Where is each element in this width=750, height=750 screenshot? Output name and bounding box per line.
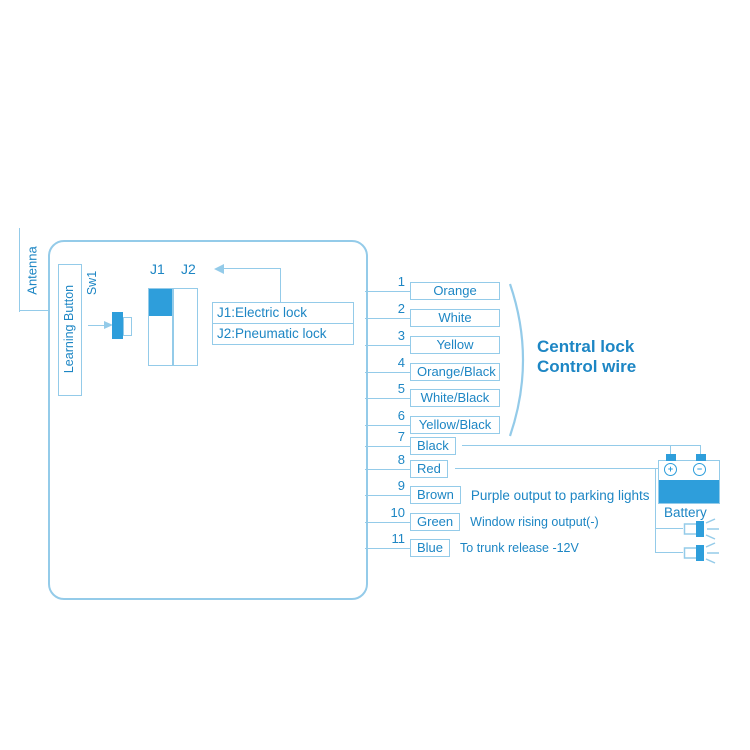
light1-branch xyxy=(655,528,683,529)
group-label-line2: Control wire xyxy=(537,357,637,376)
wire-row: 9 Brown Purple output to parking lights xyxy=(365,478,650,505)
parking-light-icon xyxy=(683,542,725,564)
push-button-outline xyxy=(123,317,132,336)
battery-positive-terminal xyxy=(666,454,676,461)
wire-color-label: White/Black xyxy=(410,389,500,407)
j1-jumper-fill xyxy=(148,288,173,316)
antenna-label: Antenna xyxy=(24,246,40,295)
antenna-wire xyxy=(19,228,20,312)
sw1-label: Sw1 xyxy=(85,270,99,296)
note-arrow-icon xyxy=(214,264,224,274)
wire-row: 8 Red xyxy=(365,452,448,479)
wire-number: 8 xyxy=(397,452,405,467)
wire-note: To trunk release -12V xyxy=(460,541,579,555)
learning-button-label: Learning Button xyxy=(62,284,76,374)
parking-light-icon xyxy=(683,518,725,540)
wire-row: 2 White xyxy=(365,301,500,328)
battery-label: Battery xyxy=(664,505,707,520)
wire-color-label: Brown xyxy=(410,486,461,504)
wire-color-label: Green xyxy=(410,513,461,531)
wire-color-label: Black xyxy=(410,437,456,455)
jumper-note-box: J1:Electric lock J2:Pneumatic lock xyxy=(212,302,354,345)
group-label-line1: Central lock xyxy=(537,337,635,356)
wire-row: 5 White/Black xyxy=(365,381,500,408)
wire-row: 3 Yellow xyxy=(365,328,500,355)
wire-row: 1 Orange xyxy=(365,274,500,301)
battery-positive-lead xyxy=(670,445,671,461)
j2-label: J2 xyxy=(181,261,196,277)
jumper-note-line2: J2:Pneumatic lock xyxy=(213,323,353,344)
antenna-wire-elbow xyxy=(19,310,49,311)
lights-feed-vline xyxy=(655,468,656,553)
wire-number: 7 xyxy=(397,429,405,444)
note-arrow-vline xyxy=(280,268,281,302)
battery-negative-terminal xyxy=(696,454,706,461)
wire-line xyxy=(365,290,410,292)
wire-line xyxy=(365,344,410,346)
wire-number: 11 xyxy=(391,531,406,546)
wire-color-label: Orange/Black xyxy=(410,363,500,381)
wire-color-label: Orange xyxy=(410,282,500,300)
j1-jumper xyxy=(148,288,174,366)
wire-line xyxy=(365,397,410,399)
wire-line xyxy=(365,371,410,373)
central-lock-group-label: Central lock Control wire xyxy=(537,337,636,377)
wire-row: 11 Blue To trunk release -12V xyxy=(365,531,579,558)
wire-number: 10 xyxy=(390,505,405,520)
wire-line xyxy=(365,317,410,319)
red-wire-extension xyxy=(455,468,658,469)
push-button-icon xyxy=(112,312,123,339)
wire-line xyxy=(365,547,410,549)
wire-color-label: Red xyxy=(410,460,448,478)
wire-number: 6 xyxy=(397,408,405,423)
note-arrow-hline xyxy=(224,268,281,269)
wire-line xyxy=(365,468,410,470)
learning-button-block xyxy=(58,264,82,396)
wire-number: 2 xyxy=(397,301,405,316)
wire-number: 5 xyxy=(397,381,405,396)
battery-negative-lead xyxy=(700,445,701,461)
jumper-note-line1: J1:Electric lock xyxy=(217,305,308,320)
battery-body-fill xyxy=(659,480,719,503)
battery-plus-symbol: + xyxy=(664,463,677,476)
wire-row: 6 Yellow/Black xyxy=(365,408,500,435)
wire-row: 4 Orange/Black xyxy=(365,355,500,382)
wire-note: Window rising output(-) xyxy=(470,515,599,529)
j2-jumper xyxy=(172,288,198,366)
wire-row: 7 Black xyxy=(365,429,456,456)
wire-number: 3 xyxy=(397,328,405,343)
wire-line xyxy=(365,521,410,523)
group-brace xyxy=(508,283,525,437)
wire-number: 9 xyxy=(397,478,405,493)
wire-color-label: White xyxy=(410,309,500,327)
switch-arrow-line xyxy=(88,325,105,326)
wire-number: 1 xyxy=(397,274,405,289)
battery-minus-symbol: − xyxy=(693,463,706,476)
wire-color-label: Blue xyxy=(410,539,451,557)
j1-label: J1 xyxy=(150,261,165,277)
wire-color-label: Yellow/Black xyxy=(410,416,500,434)
light2-branch xyxy=(655,552,683,553)
wire-color-label: Yellow xyxy=(410,336,500,354)
wire-line xyxy=(365,494,410,496)
battery-icon: + − xyxy=(658,454,720,504)
black-wire-extension xyxy=(462,445,701,446)
wire-line xyxy=(365,445,410,447)
wire-row: 10 Green Window rising output(-) xyxy=(365,505,599,532)
wire-line xyxy=(365,424,410,426)
wire-number: 4 xyxy=(397,355,405,370)
control-unit-box xyxy=(48,240,368,600)
switch-arrow-icon xyxy=(104,321,113,329)
wire-note: Purple output to parking lights xyxy=(470,487,650,503)
